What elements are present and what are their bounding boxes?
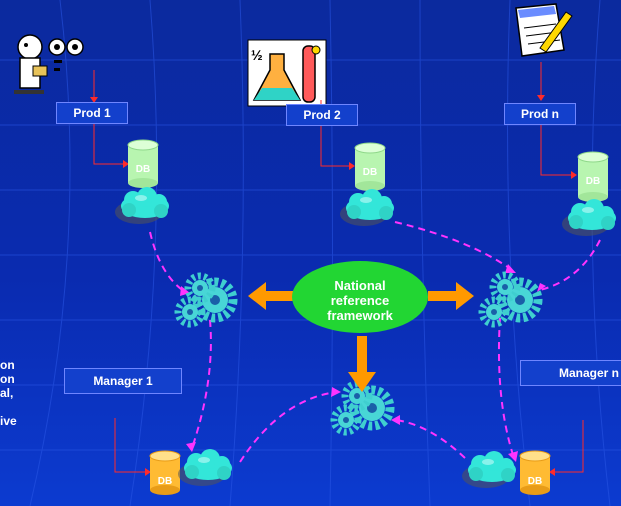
db-cylinder-managern: DB	[519, 450, 551, 495]
db-label: DB	[158, 476, 172, 487]
laboratory-icon: ½	[247, 39, 327, 107]
network-cloud-icon	[115, 187, 169, 224]
network-cloud-icon	[462, 451, 516, 488]
db-label: DB	[363, 167, 377, 178]
prod1-box: Prod 1	[56, 102, 128, 124]
notepad-icon	[515, 3, 573, 57]
db-label: DB	[136, 164, 150, 175]
gear-icon-left	[178, 276, 233, 324]
managern-box: Manager n	[520, 360, 621, 386]
prod2-box: Prod 2	[286, 104, 358, 126]
prodn-box: Prod n	[504, 103, 576, 125]
svg-text:½: ½	[251, 47, 263, 63]
db-cylinder-manager1: DB	[149, 450, 181, 495]
national-reference-framework-label: National reference framework	[327, 277, 393, 323]
db-cylinder-prodn: DB	[577, 151, 609, 202]
dashed-links	[149, 221, 601, 463]
researcher-icon	[14, 34, 84, 94]
orange-arrows	[248, 282, 474, 392]
national-reference-framework-node	[292, 261, 428, 333]
manager1-box: Manager 1	[64, 368, 182, 394]
db-label: DB	[528, 476, 542, 487]
network-cloud-icon	[178, 449, 232, 486]
network-cloud-icon	[562, 199, 616, 236]
red-connectors	[93, 62, 584, 473]
db-label: DB	[586, 176, 600, 187]
db-cylinder-prod2: DB	[354, 142, 386, 191]
dashed-arrowheads	[180, 264, 546, 462]
gear-icon-right	[482, 275, 538, 324]
network-cloud-icon	[340, 189, 394, 226]
red-arrowheads	[90, 95, 577, 476]
db-cylinder-prod1: DB	[127, 139, 159, 188]
side-text-fragment: on on al, ive	[0, 358, 17, 428]
